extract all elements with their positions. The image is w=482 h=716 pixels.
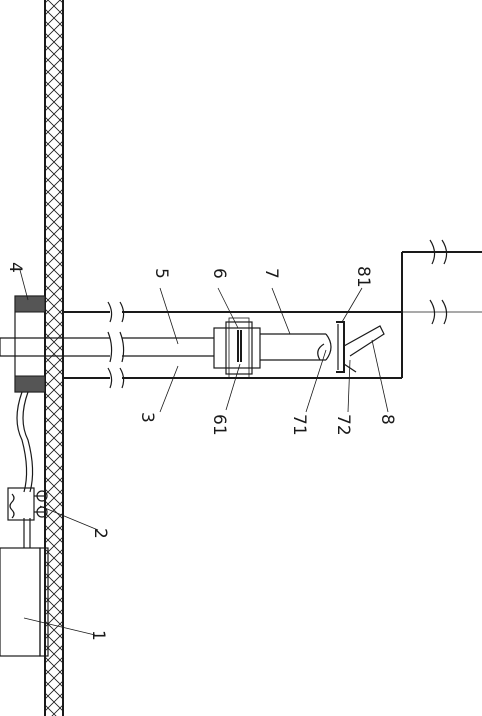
- label-7: 7: [261, 268, 281, 279]
- label-72: 72: [333, 414, 353, 436]
- coupling: [213, 317, 261, 379]
- lower-tube: [260, 333, 332, 361]
- label-2: 2: [90, 528, 110, 539]
- label-71: 71: [289, 414, 309, 436]
- label-6: 6: [209, 268, 229, 279]
- pump-unit: [7, 487, 48, 521]
- nozzle-assembly: [317, 321, 385, 373]
- label-61: 61: [209, 414, 229, 436]
- label-1: 1: [88, 630, 108, 641]
- label-4: 4: [5, 262, 25, 273]
- label-8: 8: [377, 414, 397, 425]
- ground-profile: [401, 239, 482, 378]
- label-81: 81: [353, 266, 373, 288]
- label-5: 5: [151, 268, 171, 279]
- inner-tube: [0, 331, 214, 363]
- labels: 4 1 2 3 5 6 61 7 71 72 81 8: [5, 262, 397, 641]
- outer-pipe: [63, 301, 402, 389]
- tank: [0, 547, 49, 657]
- seal-block: [14, 295, 46, 393]
- leader-lines: [19, 269, 389, 636]
- label-3: 3: [137, 412, 157, 423]
- hose: [16, 391, 34, 548]
